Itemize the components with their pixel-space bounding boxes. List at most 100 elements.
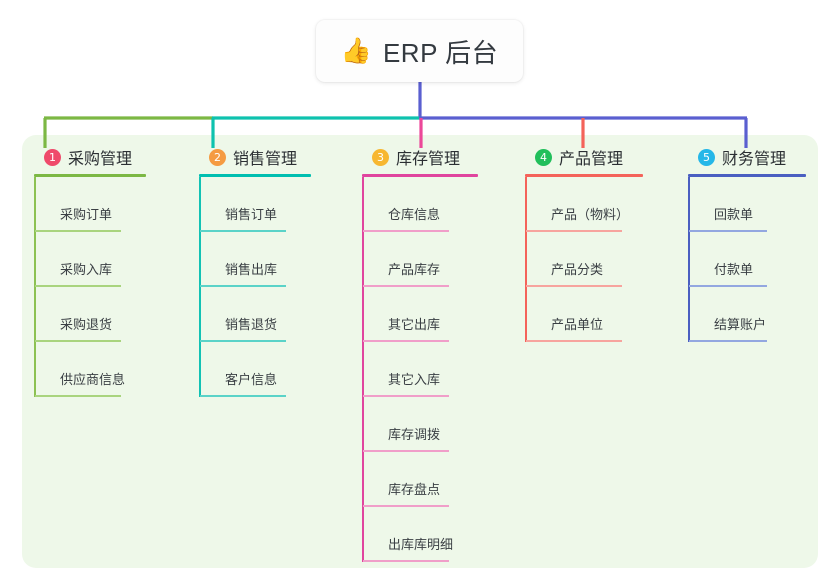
menu-item-label: 付款单 [714,262,754,277]
category-header-3[interactable]: 3 库存管理 [362,145,480,169]
menu-item-underline [363,450,449,452]
category-column-5: 5 财务管理回款单付款单结算账户 [688,145,806,342]
menu-item-label: 库存盘点 [388,482,441,497]
menu-item[interactable]: 采购入库 [34,232,152,287]
menu-item-label: 出库库明细 [388,537,454,552]
menu-item-label: 采购入库 [60,262,113,277]
branch-spine [688,177,690,342]
category-number-badge: 1 [44,148,61,166]
menu-item[interactable]: 客户信息 [199,342,317,397]
menu-item-label: 产品分类 [551,262,604,277]
menu-item-label: 产品（物料） [551,207,630,222]
menu-item-label: 仓库信息 [388,207,441,222]
category-underline [199,174,311,177]
category-number-badge: 3 [372,148,389,166]
menu-item-underline [35,340,121,342]
menu-item-underline [689,340,767,342]
menu-item-label: 采购退货 [60,317,113,332]
menu-item[interactable]: 产品（物料） [525,177,645,232]
category-underline [525,174,643,177]
category-number-badge: 4 [535,148,552,166]
category-underline [34,174,146,177]
root-node-title: ERP 后台 [382,37,499,68]
menu-item-underline [35,395,121,397]
category-title: 产品管理 [559,151,624,168]
menu-item-underline [526,285,622,287]
menu-item[interactable]: 付款单 [688,232,796,287]
menu-item[interactable]: 销售退货 [199,287,317,342]
menu-item-underline [363,230,449,232]
menu-item[interactable]: 回款单 [688,177,796,232]
menu-item[interactable]: 产品分类 [525,232,645,287]
menu-item-label: 库存调拨 [388,427,441,442]
menu-item-underline [200,395,286,397]
category-column-4: 4 产品管理产品（物料） 产品分类产品单位 [525,145,645,342]
category-header-4[interactable]: 4 产品管理 [525,145,645,169]
menu-item-label: 产品库存 [388,262,441,277]
category-underline [688,174,806,177]
category-header-1[interactable]: 1 采购管理 [34,145,152,169]
category-column-3: 3 库存管理仓库信息产品库存其它出库其它入库库存调拨库存盘点出库库明细 [362,145,480,562]
menu-item[interactable]: 采购退货 [34,287,152,342]
menu-item-label: 结算账户 [714,317,767,332]
category-header-5[interactable]: 5 财务管理 [688,145,796,169]
menu-item-label: 客户信息 [225,372,278,387]
menu-item[interactable]: 销售订单 [199,177,317,232]
menu-item-underline [200,230,286,232]
menu-item-underline [363,395,449,397]
menu-item-label: 销售出库 [225,262,278,277]
menu-item-underline [363,560,449,562]
category-item-list: 采购订单采购入库采购退货供应商信息 [34,177,152,397]
menu-item[interactable]: 仓库信息 [362,177,480,232]
menu-item-underline [200,285,286,287]
branch-spine [362,177,364,562]
menu-item[interactable]: 供应商信息 [34,342,152,397]
thumbs-up-icon: 👍 [340,36,372,65]
category-item-list: 回款单付款单结算账户 [688,177,796,342]
menu-item-label: 销售订单 [225,207,278,222]
menu-item-underline [526,340,622,342]
branch-spine [199,177,201,397]
category-title: 库存管理 [396,151,461,168]
menu-item[interactable]: 库存调拨 [362,397,480,452]
menu-item[interactable]: 其它入库 [362,342,480,397]
menu-item-label: 其它出库 [388,317,441,332]
menu-item-underline [526,230,622,232]
menu-item-label: 回款单 [714,207,754,222]
menu-item[interactable]: 结算账户 [688,287,796,342]
category-item-list: 仓库信息产品库存其它出库其它入库库存调拨库存盘点出库库明细 [362,177,480,562]
menu-item[interactable]: 其它出库 [362,287,480,342]
category-item-list: 销售订单销售出库销售退货客户信息 [199,177,317,397]
menu-item-label: 其它入库 [388,372,441,387]
menu-item[interactable]: 采购订单 [34,177,152,232]
menu-item[interactable]: 库存盘点 [362,452,480,507]
menu-item-underline [689,230,767,232]
menu-item-underline [35,285,121,287]
category-number-badge: 5 [698,148,715,166]
category-title: 财务管理 [722,151,787,168]
category-item-list: 产品（物料） 产品分类产品单位 [525,177,645,342]
menu-item[interactable]: 产品单位 [525,287,645,342]
category-title: 采购管理 [68,151,133,168]
root-node-erp-backend[interactable]: 👍 ERP 后台 [316,20,523,82]
menu-item-label: 供应商信息 [60,372,126,387]
category-number-badge: 2 [209,148,226,166]
menu-item-underline [35,230,121,232]
menu-item-label: 销售退货 [225,317,278,332]
menu-item[interactable]: 出库库明细 [362,507,480,562]
branch-spine [34,177,36,397]
menu-item[interactable]: 销售出库 [199,232,317,287]
menu-item-underline [363,340,449,342]
menu-item-underline [689,285,767,287]
menu-item[interactable]: 产品库存 [362,232,480,287]
menu-item-label: 产品单位 [551,317,604,332]
menu-item-underline [363,505,449,507]
category-underline [362,174,478,177]
menu-item-underline [200,340,286,342]
branch-spine [525,177,527,342]
menu-item-underline [363,285,449,287]
